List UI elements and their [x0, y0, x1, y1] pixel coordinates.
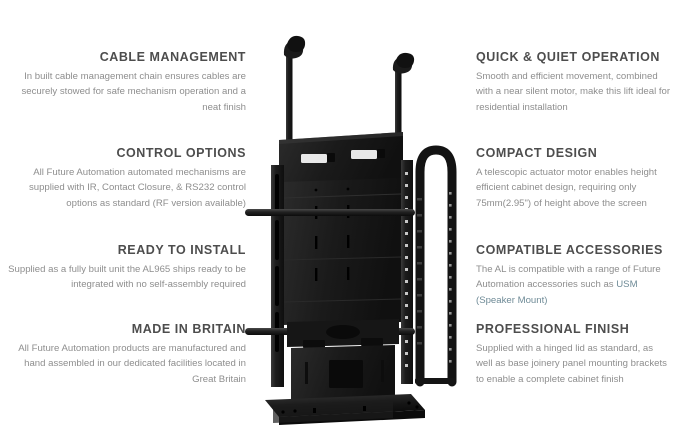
feature-block-ready-to-install: READY TO INSTALL Supplied as a fully bui… [8, 243, 246, 293]
right-riser-post [392, 52, 415, 175]
feature-body: Supplied as a fully built unit the AL965… [8, 264, 246, 291]
feature-title: COMPACT DESIGN [476, 146, 598, 160]
feature-body: All Future Automation products are manuf… [18, 343, 246, 385]
feature-block-professional-finish: PROFESSIONAL FINISH Supplied with a hing… [476, 322, 700, 387]
product-image-tv-lift-al965 [243, 22, 465, 434]
feature-block-quick-quiet-operation: QUICK & QUIET OPERATION Smooth and effic… [476, 50, 700, 115]
base-mounting-plate [265, 394, 425, 425]
feature-body: Smooth and efficient movement, combined … [476, 71, 671, 113]
cable-management-chain [415, 145, 457, 387]
usm-speaker-mount-link[interactable]: USM (Speaker Mount) [476, 279, 638, 306]
feature-title: PROFESSIONAL FINISH [476, 322, 630, 336]
feature-title: MADE IN BRITAIN [131, 322, 246, 336]
feature-title: COMPATIBLE ACCESSORIES [476, 243, 663, 257]
vesa-mounting-plate [282, 178, 402, 325]
lower-cabinet-panel [287, 319, 399, 401]
feature-body: All Future Automation automated mechanis… [28, 167, 246, 209]
feature-block-compact-design: COMPACT DESIGN A telescopic actuator mot… [476, 146, 700, 211]
feature-body-text: The AL is compatible with a range of Fut… [476, 264, 661, 291]
feature-title: READY TO INSTALL [117, 243, 246, 257]
right-perforated-rail [401, 160, 413, 384]
feature-title: CABLE MANAGEMENT [99, 50, 246, 64]
left-riser-post [283, 35, 306, 172]
feature-block-compatible-accessories: COMPATIBLE ACCESSORIES The AL is compati… [476, 243, 700, 308]
top-bracket-plate [279, 132, 403, 184]
feature-body: In built cable management chain ensures … [21, 71, 246, 113]
left-perforated-rail [271, 165, 284, 387]
feature-block-made-in-britain: MADE IN BRITAIN All Future Automation pr… [8, 322, 246, 387]
feature-block-cable-management: CABLE MANAGEMENT In built cable manageme… [8, 50, 246, 115]
feature-body: The AL is compatible with a range of Fut… [476, 262, 671, 308]
feature-title: QUICK & QUIET OPERATION [476, 50, 660, 64]
upper-cross-bar [245, 209, 415, 216]
feature-body: A telescopic actuator motor enables heig… [476, 167, 657, 209]
feature-body: Supplied with a hinged lid as standard, … [476, 343, 667, 385]
feature-block-control-options: CONTROL OPTIONS All Future Automation au… [8, 146, 246, 211]
feature-title: CONTROL OPTIONS [116, 146, 246, 160]
